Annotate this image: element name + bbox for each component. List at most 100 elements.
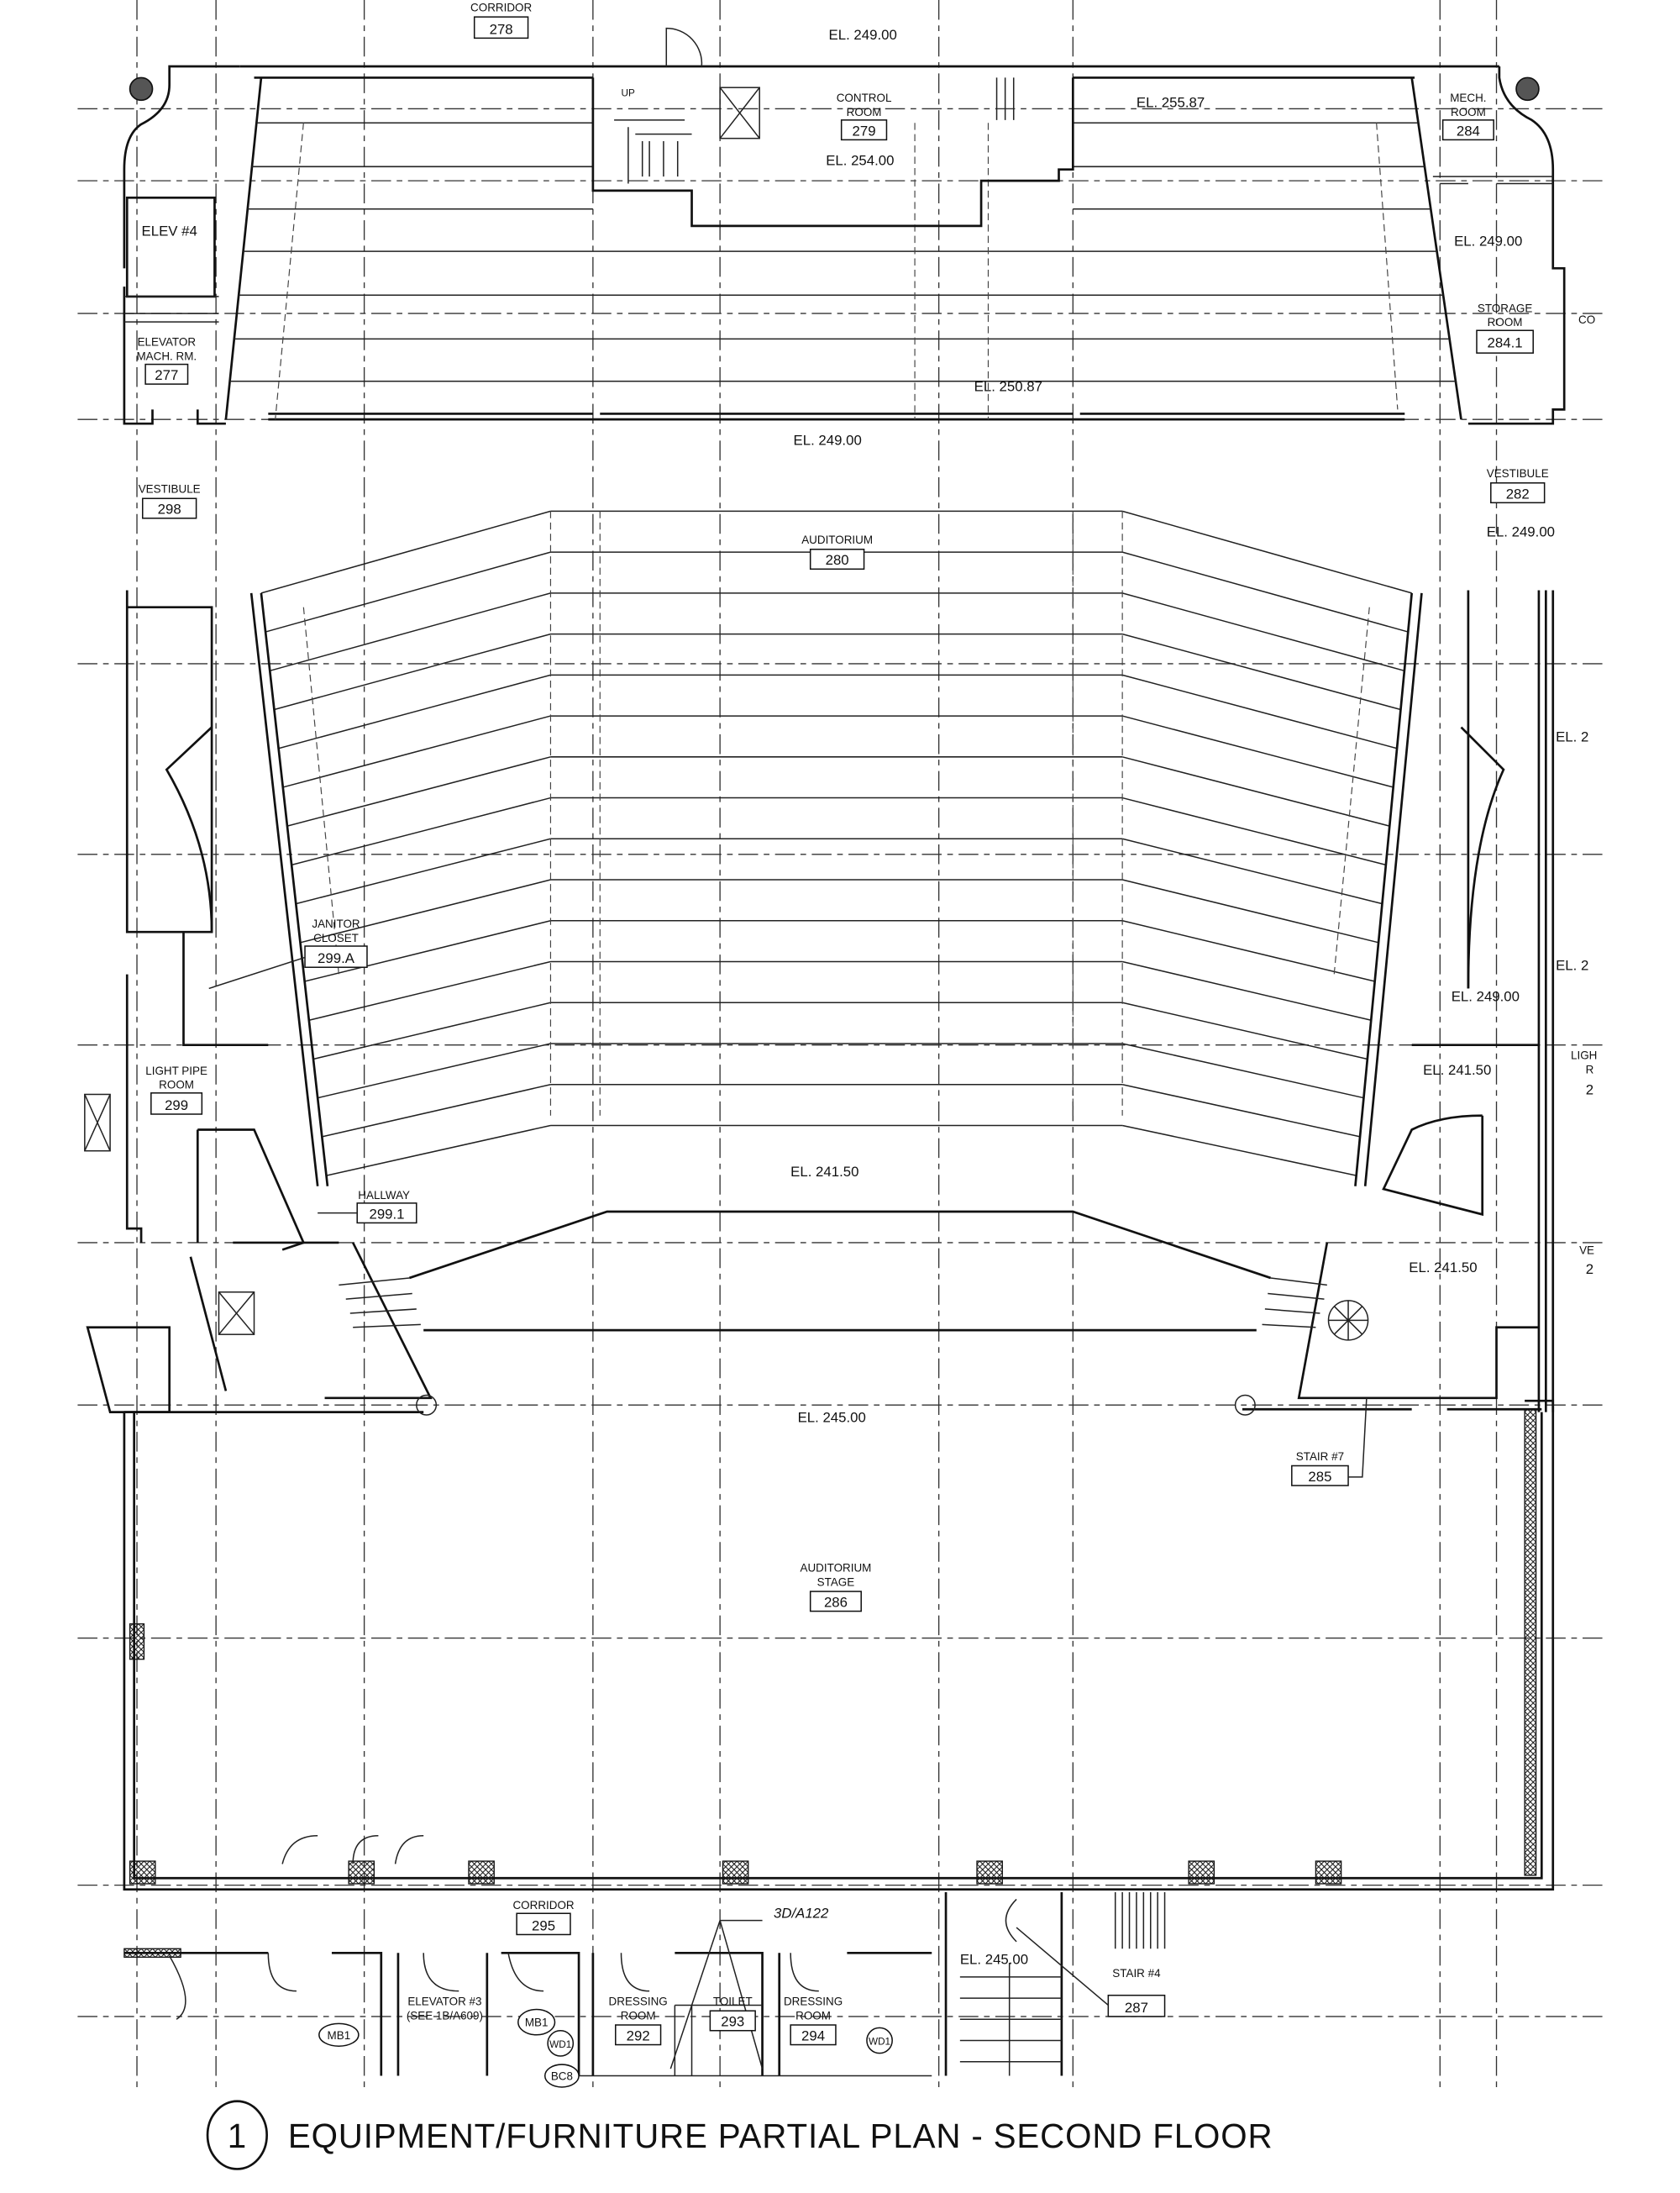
partial-number: 2 (1586, 1081, 1593, 1097)
vestibule-282-number: 282 (1506, 486, 1530, 502)
elevation-right-mid: EL. 241.50 (1423, 1062, 1491, 1078)
control-room-name: CONTROL (837, 92, 892, 104)
tag-wd1-2: WD1 (869, 2037, 890, 2048)
dressing-294-name-2: ROOM (795, 2009, 831, 2022)
structural-column (722, 1860, 749, 1885)
title-number: 1 (228, 2117, 247, 2155)
elevator3-name: ELEVATOR #3 (407, 1995, 481, 2007)
stage-number: 286 (824, 1595, 848, 1611)
elevator3-name-2: (SEE 1B/A609) (407, 2009, 483, 2022)
vestibule-298-name: VESTIBULE (139, 483, 201, 496)
seating-tier-line (326, 1124, 551, 1176)
seating-tier-line (1121, 1002, 1368, 1060)
seating-tier-line (282, 715, 551, 788)
auditorium-name: AUDITORIUM (801, 534, 873, 546)
seating-tier-line (1121, 510, 1412, 594)
section-reference: 3D/A122 (774, 1905, 829, 1921)
light-pipe-number: 299 (165, 1097, 188, 1113)
auditorium-number: 280 (826, 552, 849, 568)
up-arrow-label: UP (621, 87, 634, 98)
seating-tier-line (312, 1002, 551, 1060)
seating-tier-line (1121, 715, 1394, 788)
bottom-rooms (123, 1892, 1166, 2077)
right-side-rooms (1297, 590, 1555, 1412)
storage-name: STORAGE (1478, 302, 1533, 314)
stair4-number: 287 (1125, 2000, 1148, 2016)
elevation-vestibule-right: EL. 249.00 (1487, 524, 1555, 540)
janitor-name: JANITOR (312, 918, 360, 930)
seating-tier-line (286, 756, 551, 827)
auditorium-seating (249, 510, 1423, 1186)
drawing-title-block: 1 EQUIPMENT/FURNITURE PARTIAL PLAN - SEC… (206, 2100, 1273, 2170)
toilet-number: 293 (721, 2014, 744, 2030)
elevation-stair4: EL. 245.00 (960, 1952, 1028, 1968)
dressing-292-name: DRESSING (609, 1995, 668, 2007)
elevation-mech: EL. 249.00 (1454, 233, 1522, 249)
seating-tier-line (1121, 920, 1375, 982)
elev4-name: ELEV #4 (142, 224, 197, 239)
grid-lines (77, 0, 1603, 2090)
seating-tier-line (270, 592, 551, 672)
title-number-circle (206, 2100, 268, 2170)
seating-tier-line (304, 920, 551, 982)
elevation-control: EL. 254.00 (826, 153, 894, 169)
structural-column (348, 1860, 375, 1885)
elevation-orchestra: EL. 241.50 (790, 1164, 858, 1180)
seating-tier-line (260, 510, 551, 594)
seating-tier-line (318, 1043, 551, 1099)
toilet-name: TOILET (713, 1995, 753, 2007)
seating-tier-line (322, 1083, 551, 1138)
structural-column (1315, 1860, 1342, 1885)
seating-tier-line (1121, 960, 1372, 1021)
stage-name-2: STAGE (817, 1575, 855, 1588)
mech-room-name-2: ROOM (1451, 106, 1486, 118)
auditorium-stage (123, 1394, 1555, 1891)
corridor-295-name: CORRIDOR (512, 1899, 574, 1912)
mech-room-name: MECH. (1450, 92, 1486, 104)
light-pipe-name: LIGHT PIPE (145, 1065, 207, 1077)
seating-tier-line (308, 960, 551, 1021)
control-room-number: 279 (853, 123, 876, 139)
structural-column (468, 1860, 495, 1885)
seating-tier-line (1121, 551, 1409, 633)
vestibule-282-name: VESTIBULE (1487, 467, 1549, 480)
drawing-title: EQUIPMENT/FURNITURE PARTIAL PLAN - SECON… (288, 2117, 1273, 2155)
right-core-top (1432, 66, 1566, 425)
partial-co-label: CO (1578, 313, 1595, 326)
partial-light-label: LIGH (1571, 1049, 1597, 1061)
structural-column (1188, 1860, 1215, 1885)
elevation-partial-2: EL. 2 (1556, 958, 1588, 974)
corridor-295-number: 295 (532, 1917, 555, 1933)
dressing-292-name-2: ROOM (621, 2009, 656, 2022)
corridor-278-name: CORRIDOR (470, 1, 532, 13)
elev-mach-name-2: MACH. RM. (136, 350, 197, 363)
hallway-name: HALLWAY (358, 1189, 410, 1202)
left-side-rooms (84, 590, 433, 1413)
mech-room-number: 284 (1457, 123, 1480, 139)
storage-number: 284.1 (1488, 334, 1523, 350)
stair7-number: 285 (1308, 1469, 1331, 1485)
stair7-name: STAIR #7 (1296, 1450, 1344, 1463)
seating-tier-line (278, 674, 551, 749)
elevation-balcony-low: EL. 250.87 (974, 379, 1042, 395)
tag-bc8: BC8 (551, 2070, 573, 2083)
dressing-294-name: DRESSING (784, 1995, 843, 2007)
seating-tier-line (1121, 838, 1383, 905)
dressing-294-number: 294 (801, 2027, 825, 2043)
seating-tier-line (1121, 674, 1398, 749)
tag-mb1: MB1 (328, 2029, 351, 2042)
stage-apron (339, 1210, 1327, 1332)
dressing-292-number: 292 (627, 2027, 650, 2043)
room-labels: CORRIDOR 278 EL. 249.00 CONTROL ROOM 279… (136, 1, 1597, 2088)
janitor-number: 299.A (318, 950, 355, 966)
balcony-seating (224, 65, 1499, 421)
seating-tier-line (291, 797, 551, 866)
tag-mb1-2: MB1 (525, 2017, 549, 2029)
partial-room-label: R (1586, 1063, 1594, 1075)
seating-tier-line (1121, 879, 1379, 944)
left-core-top (123, 65, 240, 425)
janitor-name-2: CLOSET (313, 932, 359, 944)
elev-mach-name: ELEVATOR (138, 336, 197, 349)
light-pipe-name-2: ROOM (159, 1079, 194, 1091)
